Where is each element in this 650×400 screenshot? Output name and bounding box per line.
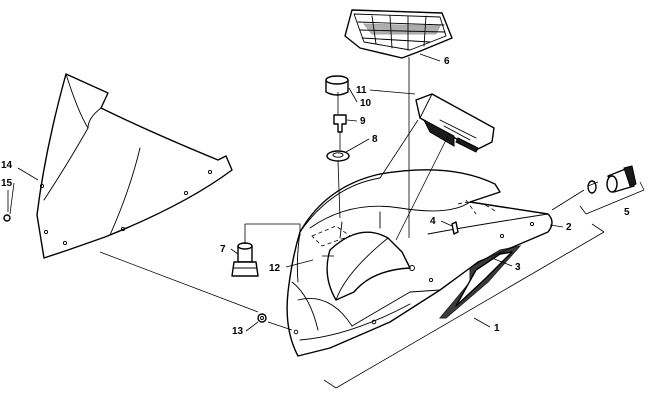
- storage-net-tray[interactable]: [344, 9, 453, 59]
- accessory-cap[interactable]: [325, 75, 349, 96]
- grommet-ring[interactable]: [326, 150, 350, 162]
- windshield[interactable]: [36, 73, 233, 259]
- callout-4: 4: [430, 216, 436, 227]
- callout-12: 12: [269, 263, 281, 274]
- callout-1: 1: [494, 323, 500, 334]
- switch[interactable]: [231, 242, 259, 277]
- callout-6: 6: [444, 56, 450, 67]
- callout-5: 5: [624, 207, 630, 218]
- callout-13: 13: [232, 326, 244, 337]
- callout-8: 8: [372, 134, 378, 145]
- leader-lines: [7, 53, 645, 389]
- hood-bolt[interactable]: [451, 221, 459, 235]
- windshield-bolt[interactable]: [3, 214, 11, 222]
- callout-2: 2: [566, 222, 572, 233]
- callout-labels: 1 2 3 4 5 6 7 8 9 10 11 12 13 14 15: [1, 56, 630, 337]
- callout-10: 10: [360, 98, 372, 109]
- ignition-key[interactable]: [333, 114, 347, 133]
- callout-7: 7: [220, 244, 226, 255]
- callout-11: 11: [356, 85, 367, 96]
- power-socket[interactable]: [587, 165, 637, 194]
- washer[interactable]: [257, 313, 267, 323]
- callout-3: 3: [515, 262, 521, 273]
- callout-15: 15: [1, 178, 13, 189]
- hood[interactable]: [286, 169, 553, 357]
- callout-9: 9: [360, 116, 366, 127]
- callout-14: 14: [1, 160, 13, 171]
- gauge-module[interactable]: [415, 93, 495, 153]
